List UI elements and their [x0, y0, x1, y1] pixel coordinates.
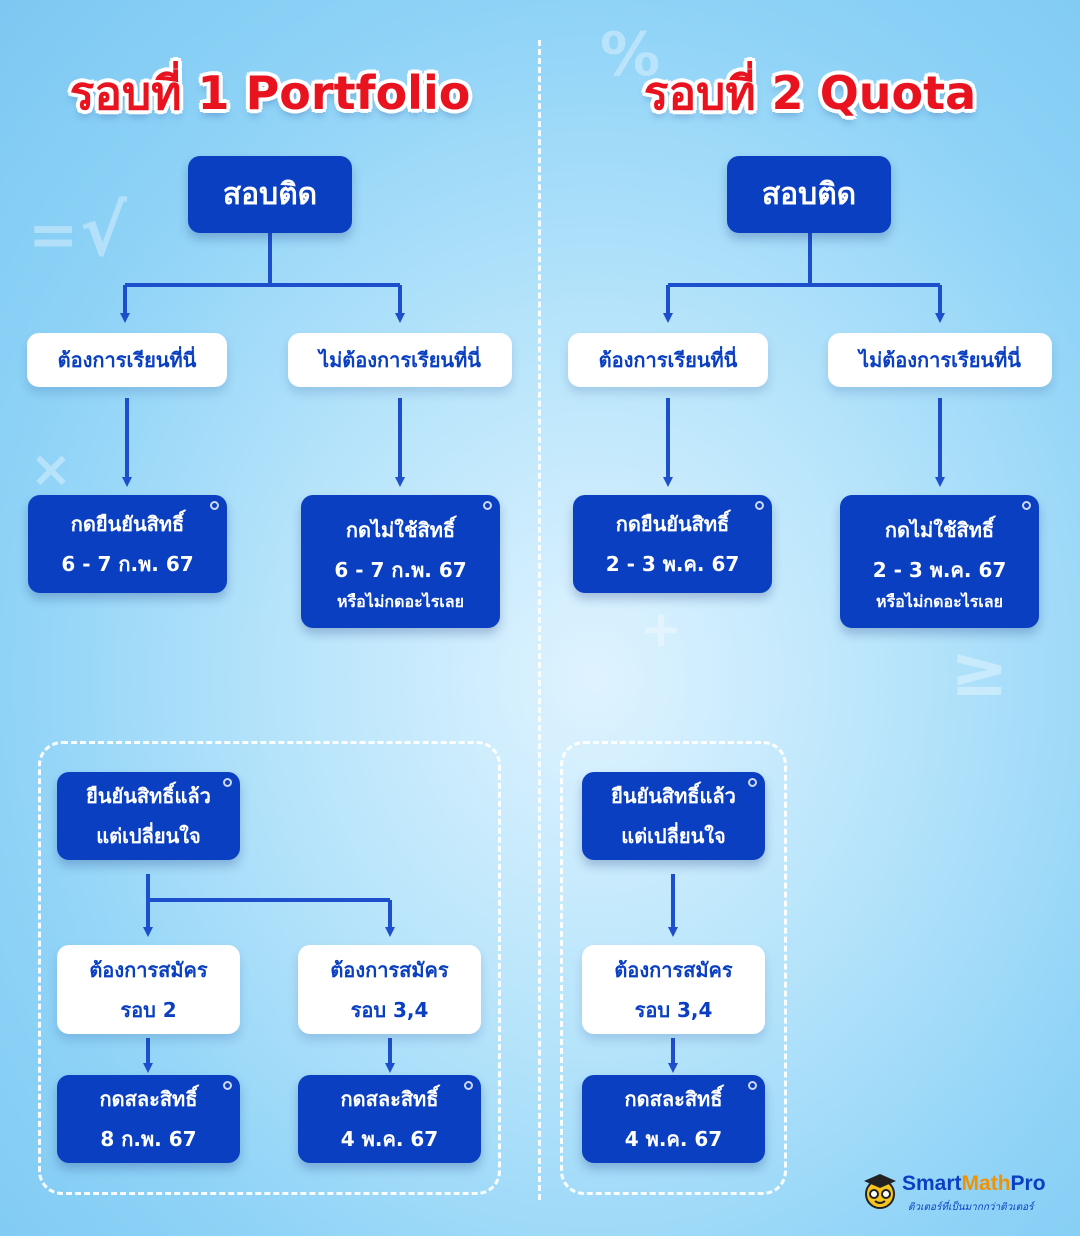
- round1-change-line2: แต่เปลี่ยนใจ: [96, 824, 201, 848]
- round2-change-line2: แต่เปลี่ยนใจ: [621, 824, 726, 848]
- round2-not-want-label: ไม่ต้องการเรียนที่นี่: [859, 348, 1021, 372]
- round2-want-label: ต้องการเรียนที่นี่: [598, 348, 738, 372]
- decorative-math-symbol: √: [80, 190, 127, 272]
- round1-apply-a-line2: รอบ 2: [120, 997, 177, 1022]
- round1-decline-box: กดไม่ใช้สิทธิ์ 6 - 7 ก.พ. 67 หรือไม่กดอะ…: [301, 495, 500, 628]
- decorative-dot: [223, 1081, 232, 1090]
- round1-confirm-date: 6 - 7 ก.พ. 67: [61, 552, 194, 576]
- round2-confirm-label: กดยืนยันสิทธิ์: [615, 512, 730, 536]
- logo-smart: Smart: [902, 1172, 962, 1195]
- round1-waive-b-box: กดสละสิทธิ์ 4 พ.ค. 67: [298, 1075, 481, 1163]
- round1-apply-round34-box: ต้องการสมัคร รอบ 3,4: [298, 945, 481, 1034]
- round1-passed-label: สอบติด: [222, 177, 318, 212]
- decorative-dot: [755, 501, 764, 510]
- decorative-math-symbol: %: [600, 20, 661, 90]
- round2-passed-label: สอบติด: [761, 177, 857, 212]
- decorative-dot: [464, 1081, 473, 1090]
- round1-change-line1: ยืนยันสิทธิ์แล้ว: [86, 784, 211, 808]
- smartmathpro-logo: SmartMathPro ติวเตอร์ที่เป็นมากกว่าติวเต…: [860, 1166, 1070, 1226]
- decorative-math-symbol: +: [640, 600, 682, 658]
- decorative-dot: [1022, 501, 1031, 510]
- round1-apply-b-line2: รอบ 3,4: [350, 997, 429, 1022]
- round1-confirm-label: กดยืนยันสิทธิ์: [70, 512, 185, 536]
- decorative-dot: [223, 778, 232, 787]
- round2-not-want-box: ไม่ต้องการเรียนที่นี่: [828, 333, 1052, 387]
- round2-decline-box: กดไม่ใช้สิทธิ์ 2 - 3 พ.ค. 67 หรือไม่กดอะ…: [840, 495, 1039, 628]
- decorative-math-symbol: ×: [30, 440, 72, 498]
- round2-decline-note: หรือไม่กดอะไรเลย: [876, 591, 1003, 611]
- round1-decline-date: 6 - 7 ก.พ. 67: [334, 557, 467, 582]
- round2-title: รอบที่ 2 Quota: [643, 66, 977, 120]
- round1-waive-a-box: กดสละสิทธิ์ 8 ก.พ. 67: [57, 1075, 240, 1163]
- logo-math: Math: [961, 1172, 1011, 1195]
- round1-waive-b-label: กดสละสิทธิ์: [340, 1087, 439, 1111]
- round2-apply-line2: รอบ 3,4: [634, 997, 713, 1022]
- round1-apply-b-line1: ต้องการสมัคร: [330, 957, 449, 982]
- round1-decline-note: หรือไม่กดอะไรเลย: [337, 591, 464, 611]
- round1-want-box: ต้องการเรียนที่นี่: [27, 333, 227, 387]
- decorative-dot: [748, 778, 757, 787]
- round2-apply-line1: ต้องการสมัคร: [614, 957, 733, 982]
- round1-decline-label: กดไม่ใช้สิทธิ์: [345, 517, 456, 542]
- decorative-math-symbol: =: [28, 200, 79, 270]
- decorative-dot: [483, 501, 492, 510]
- round2-waive-date: 4 พ.ค. 67: [624, 1127, 723, 1151]
- round1-waive-b-date: 4 พ.ค. 67: [340, 1127, 439, 1151]
- round1-apply-a-line1: ต้องการสมัคร: [89, 957, 208, 982]
- round2-waive-label: กดสละสิทธิ์: [624, 1087, 723, 1111]
- round1-confirm-box: กดยืนยันสิทธิ์ 6 - 7 ก.พ. 67: [28, 495, 227, 593]
- round2-change-line1: ยืนยันสิทธิ์แล้ว: [611, 784, 736, 808]
- column-divider: [538, 40, 541, 1200]
- mascot-icon: [864, 1174, 896, 1209]
- round2-change-box: ยืนยันสิทธิ์แล้ว แต่เปลี่ยนใจ: [582, 772, 765, 860]
- round2-confirm-box: กดยืนยันสิทธิ์ 2 - 3 พ.ค. 67: [573, 495, 772, 593]
- round1-passed-box: สอบติด: [188, 156, 352, 233]
- round1-change-of-mind-group: [38, 741, 501, 1195]
- round1-apply-round2-box: ต้องการสมัคร รอบ 2: [57, 945, 240, 1034]
- logo-pro: Pro: [1010, 1172, 1046, 1195]
- round2-passed-box: สอบติด: [727, 156, 891, 233]
- round2-change-of-mind-group: [560, 741, 787, 1195]
- round1-change-box: ยืนยันสิทธิ์แล้ว แต่เปลี่ยนใจ: [57, 772, 240, 860]
- round2-decline-label: กดไม่ใช้สิทธิ์: [884, 517, 995, 542]
- decorative-math-symbol: ≥: [950, 630, 1009, 712]
- round2-want-box: ต้องการเรียนที่นี่: [568, 333, 768, 387]
- round1-not-want-label: ไม่ต้องการเรียนที่นี่: [319, 348, 481, 372]
- round1-title: รอบที่ 1 Portfolio: [69, 66, 471, 120]
- decorative-dot: [748, 1081, 757, 1090]
- decorative-dot: [210, 501, 219, 510]
- logo-wordmark: SmartMathPro: [902, 1172, 1046, 1196]
- round2-apply-round34-box: ต้องการสมัคร รอบ 3,4: [582, 945, 765, 1034]
- round2-confirm-date: 2 - 3 พ.ค. 67: [605, 552, 740, 576]
- logo-tagline: ติวเตอร์ที่เป็นมากกว่าติวเตอร์: [908, 1202, 1034, 1213]
- round1-want-label: ต้องการเรียนที่นี่: [57, 348, 197, 372]
- round1-waive-a-label: กดสละสิทธิ์: [99, 1087, 198, 1111]
- round2-waive-box: กดสละสิทธิ์ 4 พ.ค. 67: [582, 1075, 765, 1163]
- round1-not-want-box: ไม่ต้องการเรียนที่นี่: [288, 333, 512, 387]
- round2-decline-date: 2 - 3 พ.ค. 67: [872, 557, 1007, 582]
- round1-waive-a-date: 8 ก.พ. 67: [100, 1127, 197, 1151]
